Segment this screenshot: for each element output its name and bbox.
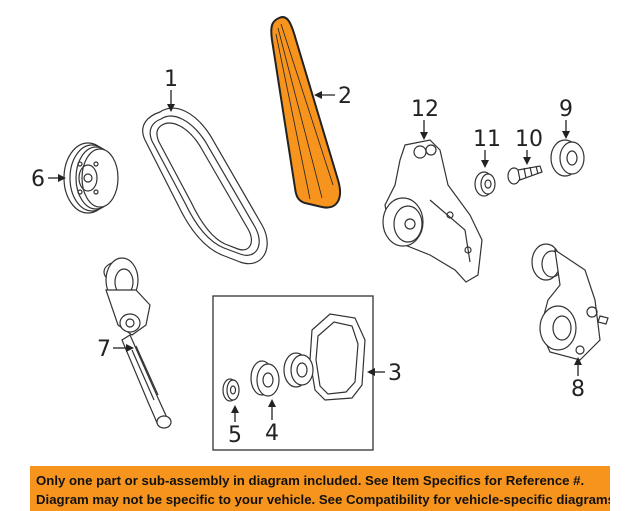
callout-11: 11 [473,127,501,152]
callout-5: 5 [228,423,242,448]
tensioner-part-7[interactable] [103,257,172,429]
belt-part-1[interactable] [142,107,268,265]
highlighted-belt-part-2[interactable] [270,16,341,209]
washer-part-5[interactable] [222,378,240,402]
bracket-part-12[interactable] [382,139,483,283]
washer-part-11[interactable] [474,171,496,197]
notice-banner: Only one part or sub-assembly in diagram… [30,466,610,511]
idler-pulley-part-9[interactable] [550,139,585,177]
bracket-part-3[interactable] [283,313,366,401]
callout-7: 7 [97,337,111,362]
leader-lines [48,90,582,422]
tensioner-assembly-part-8[interactable] [531,243,609,361]
notice-line-1: Only one part or sub-assembly in diagram… [36,473,585,488]
callout-2: 2 [338,84,352,109]
pulley-part-6[interactable] [63,142,119,214]
callout-6: 6 [31,167,45,192]
callout-4: 4 [265,421,279,446]
callout-3: 3 [388,361,402,386]
callout-12: 12 [411,97,439,122]
callout-8: 8 [571,377,585,402]
notice-line-2: Diagram may not be specific to your vehi… [36,492,610,507]
pulley-part-4[interactable] [250,360,280,397]
callout-1: 1 [164,67,178,92]
callout-9: 9 [559,97,573,122]
callout-10: 10 [515,127,543,152]
bolt-part-10[interactable] [507,165,543,185]
